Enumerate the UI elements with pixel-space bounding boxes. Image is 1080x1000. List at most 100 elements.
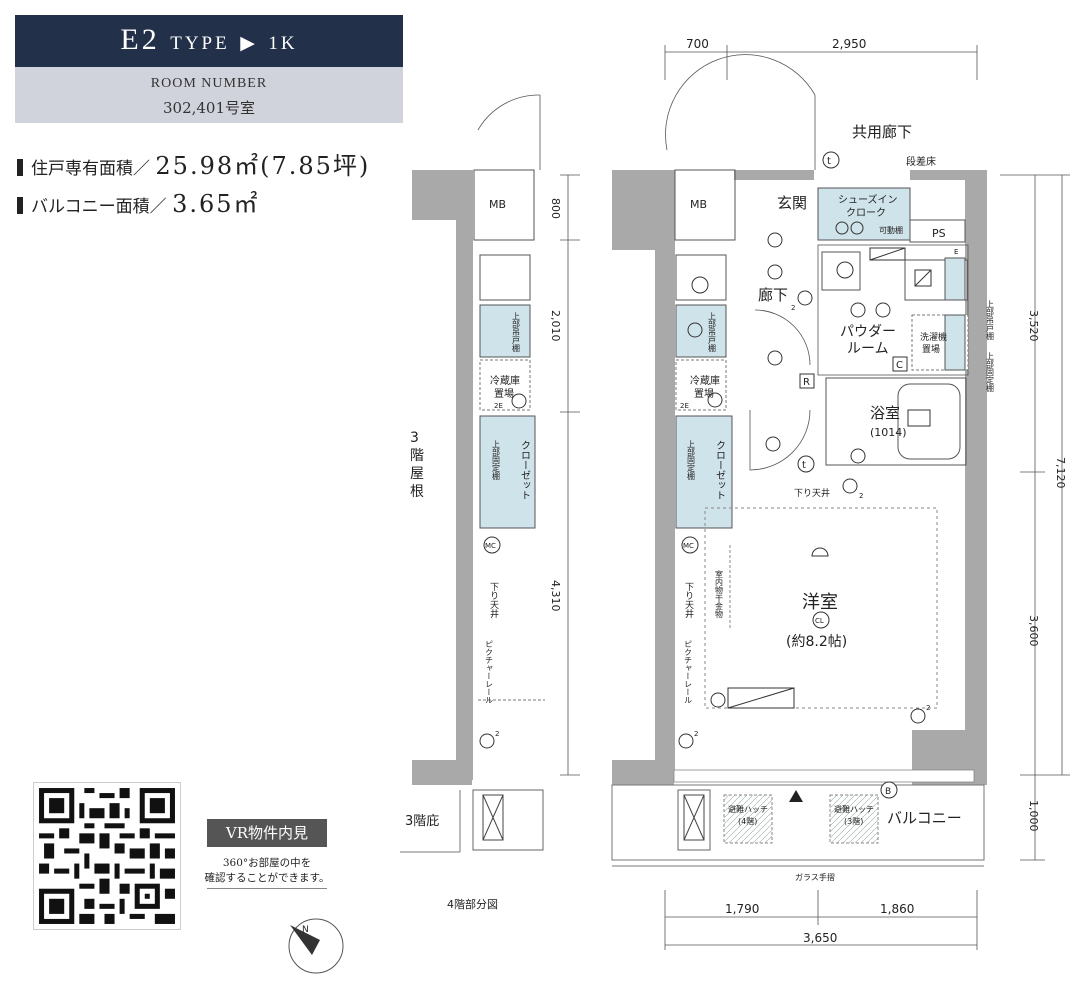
layout-type: 1K [268,33,298,54]
vr-viewing-button[interactable]: VR物件内見 [207,819,327,847]
unit-plan [288,54,987,974]
unit-area-row: 住戸専有面積／ 25.98㎡(7.85坪) [17,146,370,181]
upper-cabinet [675,304,727,358]
wall [456,170,473,780]
dimension-label: 800 [549,198,562,219]
label-3f-roof: 屋 [410,466,424,482]
label-picture-rail: ピクチャーレール [485,640,494,704]
balcony-area-row: バルコニー面積／ 3.65㎡ [17,184,260,219]
dimension-label: 1,790 [725,902,759,916]
label-drying-fixture: 室内物干金物 [715,569,724,619]
label-closet: クローゼット [519,440,531,500]
label-picture-rail: ピクチャーレール [684,640,693,704]
label-step-floor: 段差床 [906,155,936,168]
powder-room [817,244,969,376]
wall [910,170,968,180]
room-number-box: ROOM NUMBER 302,401号室 [15,67,403,123]
type-code: E2 [120,23,160,56]
label-closet: クローゼット [714,440,726,500]
dimension-label: 2,010 [549,310,562,342]
evac-hatch-3f[interactable] [829,794,879,844]
dimension-label: 1,860 [880,902,914,916]
qr-code[interactable] [33,782,181,930]
label-movable-shelf: 可動棚 [879,225,903,235]
symbol-2e: 2E [494,402,503,410]
label-shoe-closet: シューズイン [838,193,898,206]
symbol-2: 2 [926,704,930,712]
dimension-label: 2,950 [832,37,866,51]
dimension-label: 3,650 [803,931,837,945]
balcony-area-label: バルコニー面積／ [31,197,167,217]
label-mb: MB [690,198,707,211]
label-glass-railing: ガラス手摺 [795,872,835,882]
evac-hatch-4f[interactable] [723,794,773,844]
bullet-bar [17,159,23,176]
label-upper-fixed-shelf: 上部固定棚 [687,440,696,481]
symbol-t: t [802,460,806,471]
dimension-label: 700 [686,37,709,51]
symbol-cl: CL [815,617,824,625]
closet [675,415,733,529]
label-room-size: (約8.2帖) [786,634,847,650]
dimension-label: 1,000 [1027,800,1040,832]
label-entrance: 玄関 [777,194,807,212]
sink [479,254,531,301]
label-3f-roof: 根 [410,484,424,500]
type-title: E2 TYPE ▶ 1K [15,23,403,57]
arrow-right-icon: ▶ [240,33,258,54]
unit-area-label: 住戸専有面積／ [31,159,150,179]
symbol-2: 2 [694,730,698,738]
symbol-2e: 2E [680,402,689,410]
bullet-bar [17,197,23,214]
dimension-lines [560,45,1070,950]
plan-labels: 共用廊下 段差床 玄関 シューズイン クローク 可動棚 PS MB MB 廊下 … [302,37,1067,945]
wash-basin [821,251,861,291]
vr-description: 360°お部屋の中を [222,857,312,869]
room-number-label: ROOM NUMBER [150,76,268,91]
type-word: TYPE [170,33,230,54]
ps-box [909,219,966,243]
vr-description: 確認することができます。 [204,872,330,884]
room-number-value: 302,401号室 [162,99,256,117]
label-lowered-ceiling: 下り天井 [683,582,694,619]
label-hallway: 廊下 [758,286,788,304]
label-bath-size: (1014) [870,426,907,439]
compass-north-label: N [302,925,309,935]
bathroom [825,377,967,466]
label-upper-fixed-shelf: 上部固定棚 [986,352,995,393]
label-3f-roof: 階 [410,448,424,464]
symbol-b: B [885,787,891,797]
compass [288,918,344,974]
balcony-area-value: 3.65㎡ [172,190,260,218]
label-upper-cabinet: 上部吊戸棚 [512,312,521,353]
closet [479,415,536,529]
sash-window [673,769,975,783]
label-fridge-space: 置場 [494,387,514,400]
mb-box [473,169,535,241]
mb-box [674,169,736,241]
label-evac-hatch: (3階) [844,816,863,826]
lowered-ceiling-line [704,507,938,709]
label-powder-room: パウダー [840,324,896,340]
label-fridge-space: 冷蔵庫 [490,374,520,387]
symbol-mc: MC [485,542,496,550]
symbol-mc: MC [683,542,694,550]
symbol-2: 2 [859,492,863,500]
label-upper-fixed-shelf: 上部固定棚 [492,440,501,481]
symbol-e: E [954,248,958,256]
hall-door [754,309,811,366]
wall [655,170,675,780]
label-lowered-ceiling: 下り天井 [794,487,830,499]
upper-cabinet [479,304,531,358]
label-upper-cabinet: 上部吊戸棚 [708,312,717,353]
label-ps: PS [932,227,946,240]
dimension-label: 7,120 [1054,457,1067,489]
label-evac-hatch: 避難ハッチ [728,804,768,814]
wall [734,170,814,180]
symbol-c: C [896,360,903,371]
label-3f-eaves: 3階庇 [405,814,439,829]
label-3f-roof: 3 [410,430,419,446]
divider [207,888,327,889]
symbol-2: 2 [791,304,795,312]
